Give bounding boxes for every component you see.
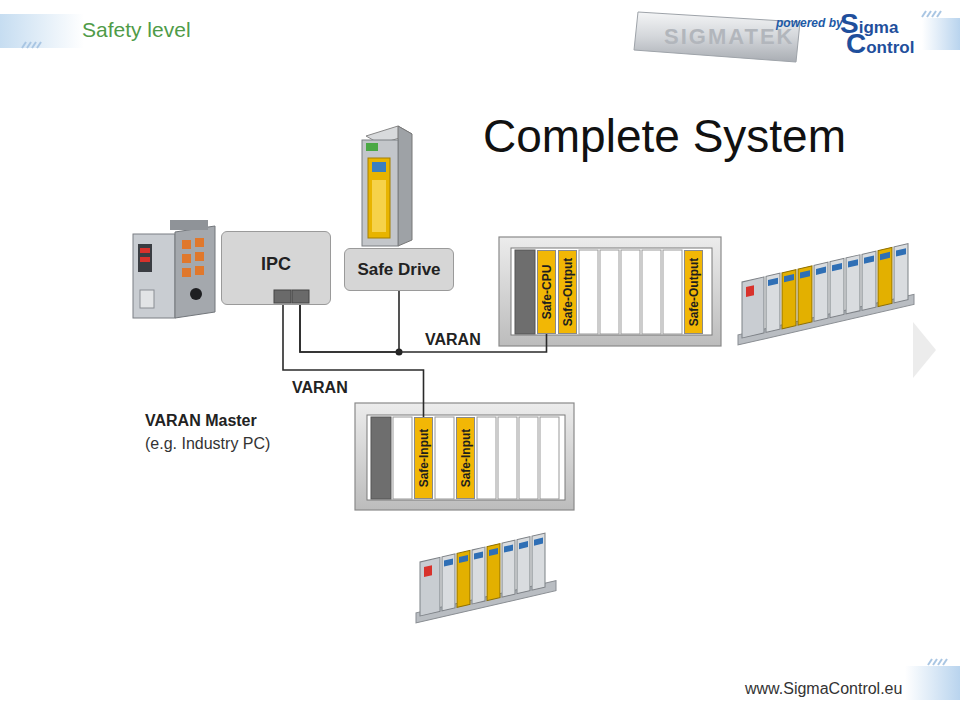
io-module: Safe-Input bbox=[414, 417, 433, 499]
controller-box: IPC bbox=[221, 231, 331, 305]
io-module: Safe-CPU bbox=[537, 250, 556, 334]
bus-line bbox=[283, 305, 424, 417]
module-name: Safe-Input bbox=[418, 429, 430, 488]
bus-master-note: (e.g. Industry PC) bbox=[145, 435, 270, 453]
brand-bar bbox=[634, 12, 800, 62]
bus-label: VARAN bbox=[292, 379, 348, 397]
module-name: Safe-Output bbox=[562, 258, 574, 327]
header-band bbox=[922, 18, 960, 50]
slide-title: Complete System bbox=[483, 110, 846, 163]
module-name: Safe-Input bbox=[460, 429, 472, 488]
module-name: Safe-CPU bbox=[541, 265, 553, 320]
footer-band bbox=[905, 666, 960, 700]
io-module: Safe-Output bbox=[558, 250, 577, 334]
brand-tagline: powered by bbox=[776, 17, 843, 31]
website-url: www.SigmaControl.eu bbox=[745, 680, 902, 698]
bus-label: VARAN bbox=[425, 331, 481, 349]
bus-line bbox=[300, 305, 547, 352]
module-rack bbox=[499, 237, 721, 346]
nav-chevron bbox=[913, 322, 936, 378]
module-name: Safe-Output bbox=[688, 258, 700, 327]
module-rack bbox=[355, 403, 574, 510]
section-heading: Safety level bbox=[82, 18, 191, 42]
io-module: Safe-Input bbox=[456, 417, 475, 499]
drive-box: Safe Drive bbox=[344, 248, 454, 291]
bus-master-label: VARAN Master bbox=[145, 412, 257, 430]
rack-photo bbox=[416, 531, 556, 623]
network-port bbox=[292, 290, 309, 303]
drive-picture bbox=[362, 126, 412, 246]
network-port bbox=[274, 290, 291, 303]
brand-watermark: SIGMATEK bbox=[664, 24, 794, 49]
box-label: IPC bbox=[261, 254, 291, 275]
header-band bbox=[0, 14, 84, 48]
box-label: Safe Drive bbox=[357, 260, 440, 280]
logo-text: Control bbox=[846, 28, 914, 60]
io-module: Safe-Output bbox=[684, 250, 703, 334]
hatch-marks bbox=[22, 11, 947, 665]
rack-photo bbox=[738, 242, 914, 345]
controller-picture bbox=[133, 220, 215, 318]
